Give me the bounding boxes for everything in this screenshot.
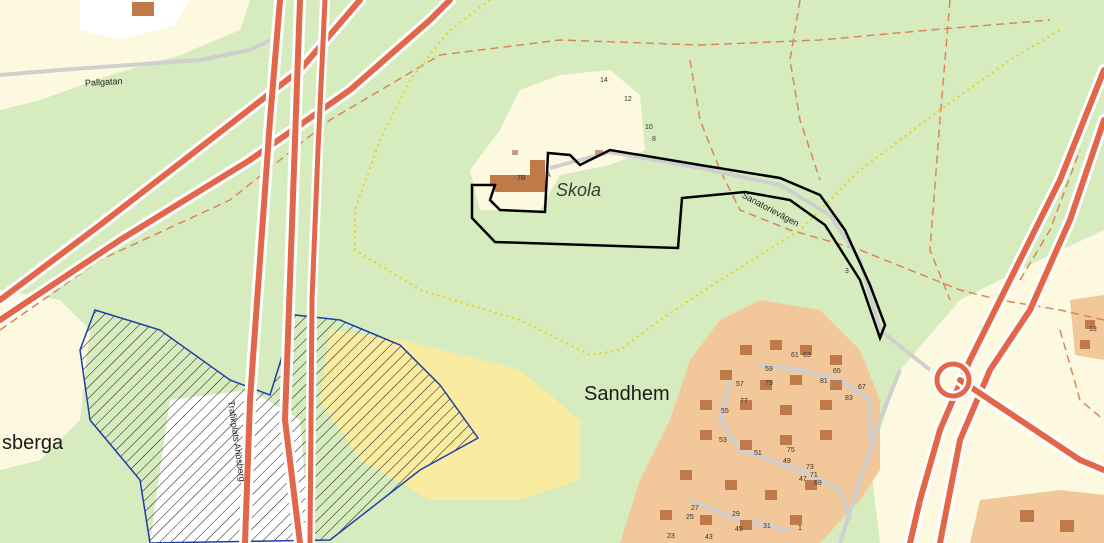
open-land-left	[0, 290, 90, 470]
school-label: Skola	[556, 180, 602, 200]
house-number: 63	[803, 352, 811, 359]
footpaths	[0, 0, 1104, 421]
place-label-berga: sberga	[2, 432, 64, 454]
house-number: 81	[820, 378, 828, 385]
house-number: 23	[667, 533, 675, 540]
houses	[660, 320, 1095, 532]
house-number: 29	[732, 511, 740, 518]
house-number: 71	[810, 472, 818, 479]
house-number: 31	[763, 523, 771, 530]
house-number: 49	[783, 458, 791, 465]
house-number: 59	[765, 366, 773, 373]
house-number: 53	[719, 437, 727, 444]
house-number: 67	[858, 384, 866, 391]
school-building	[490, 160, 545, 192]
dotted-boundary	[354, 0, 1061, 357]
small-building	[595, 150, 603, 155]
house-number: 47	[799, 476, 807, 483]
house-number: 25	[686, 514, 694, 521]
house-number: 7B	[517, 175, 526, 182]
house-number: 8	[652, 136, 656, 143]
house-number: 1	[798, 525, 802, 532]
white-block-top	[80, 0, 190, 40]
small-building	[512, 150, 518, 155]
house-number: 61	[791, 352, 799, 359]
house-number: 14	[600, 77, 608, 84]
house-number: 12	[624, 96, 632, 103]
house-number: 51	[754, 450, 762, 457]
house-number: 75	[787, 447, 795, 454]
roundabout-ring	[934, 361, 972, 399]
house-number: A	[546, 172, 551, 179]
house-number: 10	[645, 124, 653, 131]
house-number: 83	[845, 395, 853, 402]
house-number: 79	[765, 380, 773, 387]
house-number: 73	[806, 464, 814, 471]
house-number: 43	[705, 534, 713, 541]
street-label-pallgatan: Pallgatan	[84, 76, 123, 88]
house-number: 27	[691, 505, 699, 512]
plan-boundary[interactable]	[470, 148, 887, 342]
house-number: 69	[814, 480, 822, 487]
house-number: 13	[1089, 326, 1097, 333]
house-number: 65	[833, 368, 841, 375]
house-number: 45	[735, 526, 743, 533]
house-number: 77	[740, 398, 748, 405]
house-number: 57	[736, 381, 744, 388]
building-top-left	[132, 2, 154, 16]
house-number: 3	[845, 268, 849, 275]
open-land-topleft	[0, 0, 250, 110]
place-label-sandhem: Sandhem	[584, 383, 670, 405]
house-number: 55	[721, 408, 729, 415]
